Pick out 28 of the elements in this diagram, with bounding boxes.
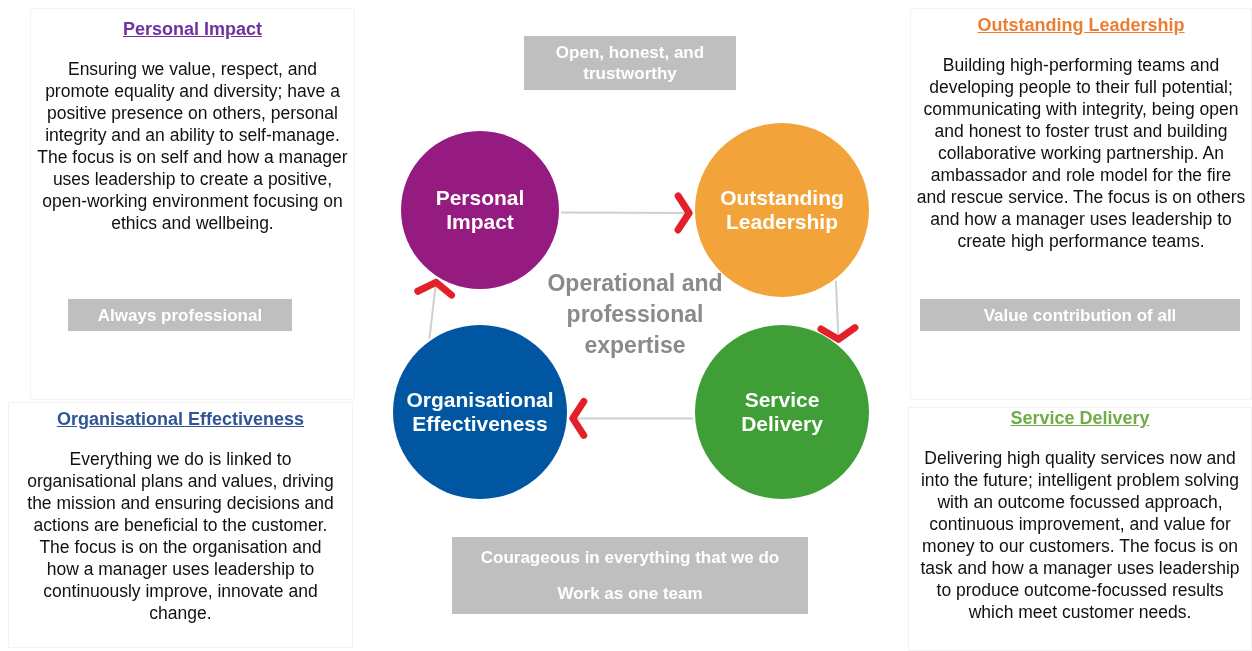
chevron-arrow [567, 397, 695, 439]
circle-title: Personal Impact [434, 186, 526, 234]
circle-title: Organisational Effectiveness [405, 388, 555, 436]
circle-title: Service Delivery [740, 388, 824, 436]
value-text: Work as one team [557, 583, 703, 605]
value-text: Always professional [97, 304, 263, 326]
value-box [68, 299, 292, 331]
description-panel [910, 8, 1252, 400]
value-text: Open, honest, and trustworthy [554, 42, 706, 84]
description-text: Delivering high quality services now and into the future; intelligent problem solving with an outcome focussed approach, continuous improvement, and value for money to our customers. The focus is on task and how a manager uses leadership to produce outcome-focussed results which meet customer needs. [919, 447, 1241, 623]
circle-title: Outstanding Leadership [719, 186, 845, 234]
description-text: Ensuring we value, respect, and promote equality and diversity; have a positive presence on others, personal integrity and an ability to self-manage. The focus is on self and how a manager uses leadership to create a positive, open-working environment focusing on ethics and wellbeing. [36, 58, 349, 234]
chevron-arrow [817, 279, 859, 345]
panel-heading: Outstanding Leadership [977, 15, 1185, 36]
description-text: Everything we do is linked to organisational plans and values, driving the mission and ensuring decisions and actions are beneficial to the customer. The focus is on the organisation and how a manager uses leadership to continuously improve, innovate and change. [26, 448, 335, 624]
value-box [920, 299, 1240, 331]
panel-heading: Service Delivery [1010, 408, 1150, 429]
description-text: Building high-performing teams and developing people to their full potential; communicating with integrity, being open and honest to foster trust and building collaborative working partnership. An ambassador and role model for the fire and rescue service. The focus is on others and how a manager uses leadership to create high performance teams. [915, 54, 1247, 252]
chevron-arrow [560, 192, 695, 234]
value-text: Value contribution of all [983, 304, 1177, 326]
panel-heading: Organisational Effectiveness [56, 409, 305, 430]
center-text: Operational and professional expertise [546, 269, 724, 360]
panel-heading: Personal Impact [122, 19, 263, 40]
value-box [452, 537, 808, 614]
value-text: Courageous in everything that we do [480, 546, 780, 568]
description-panel [30, 8, 355, 400]
chevron-arrow [414, 277, 456, 340]
value-box [524, 36, 736, 90]
